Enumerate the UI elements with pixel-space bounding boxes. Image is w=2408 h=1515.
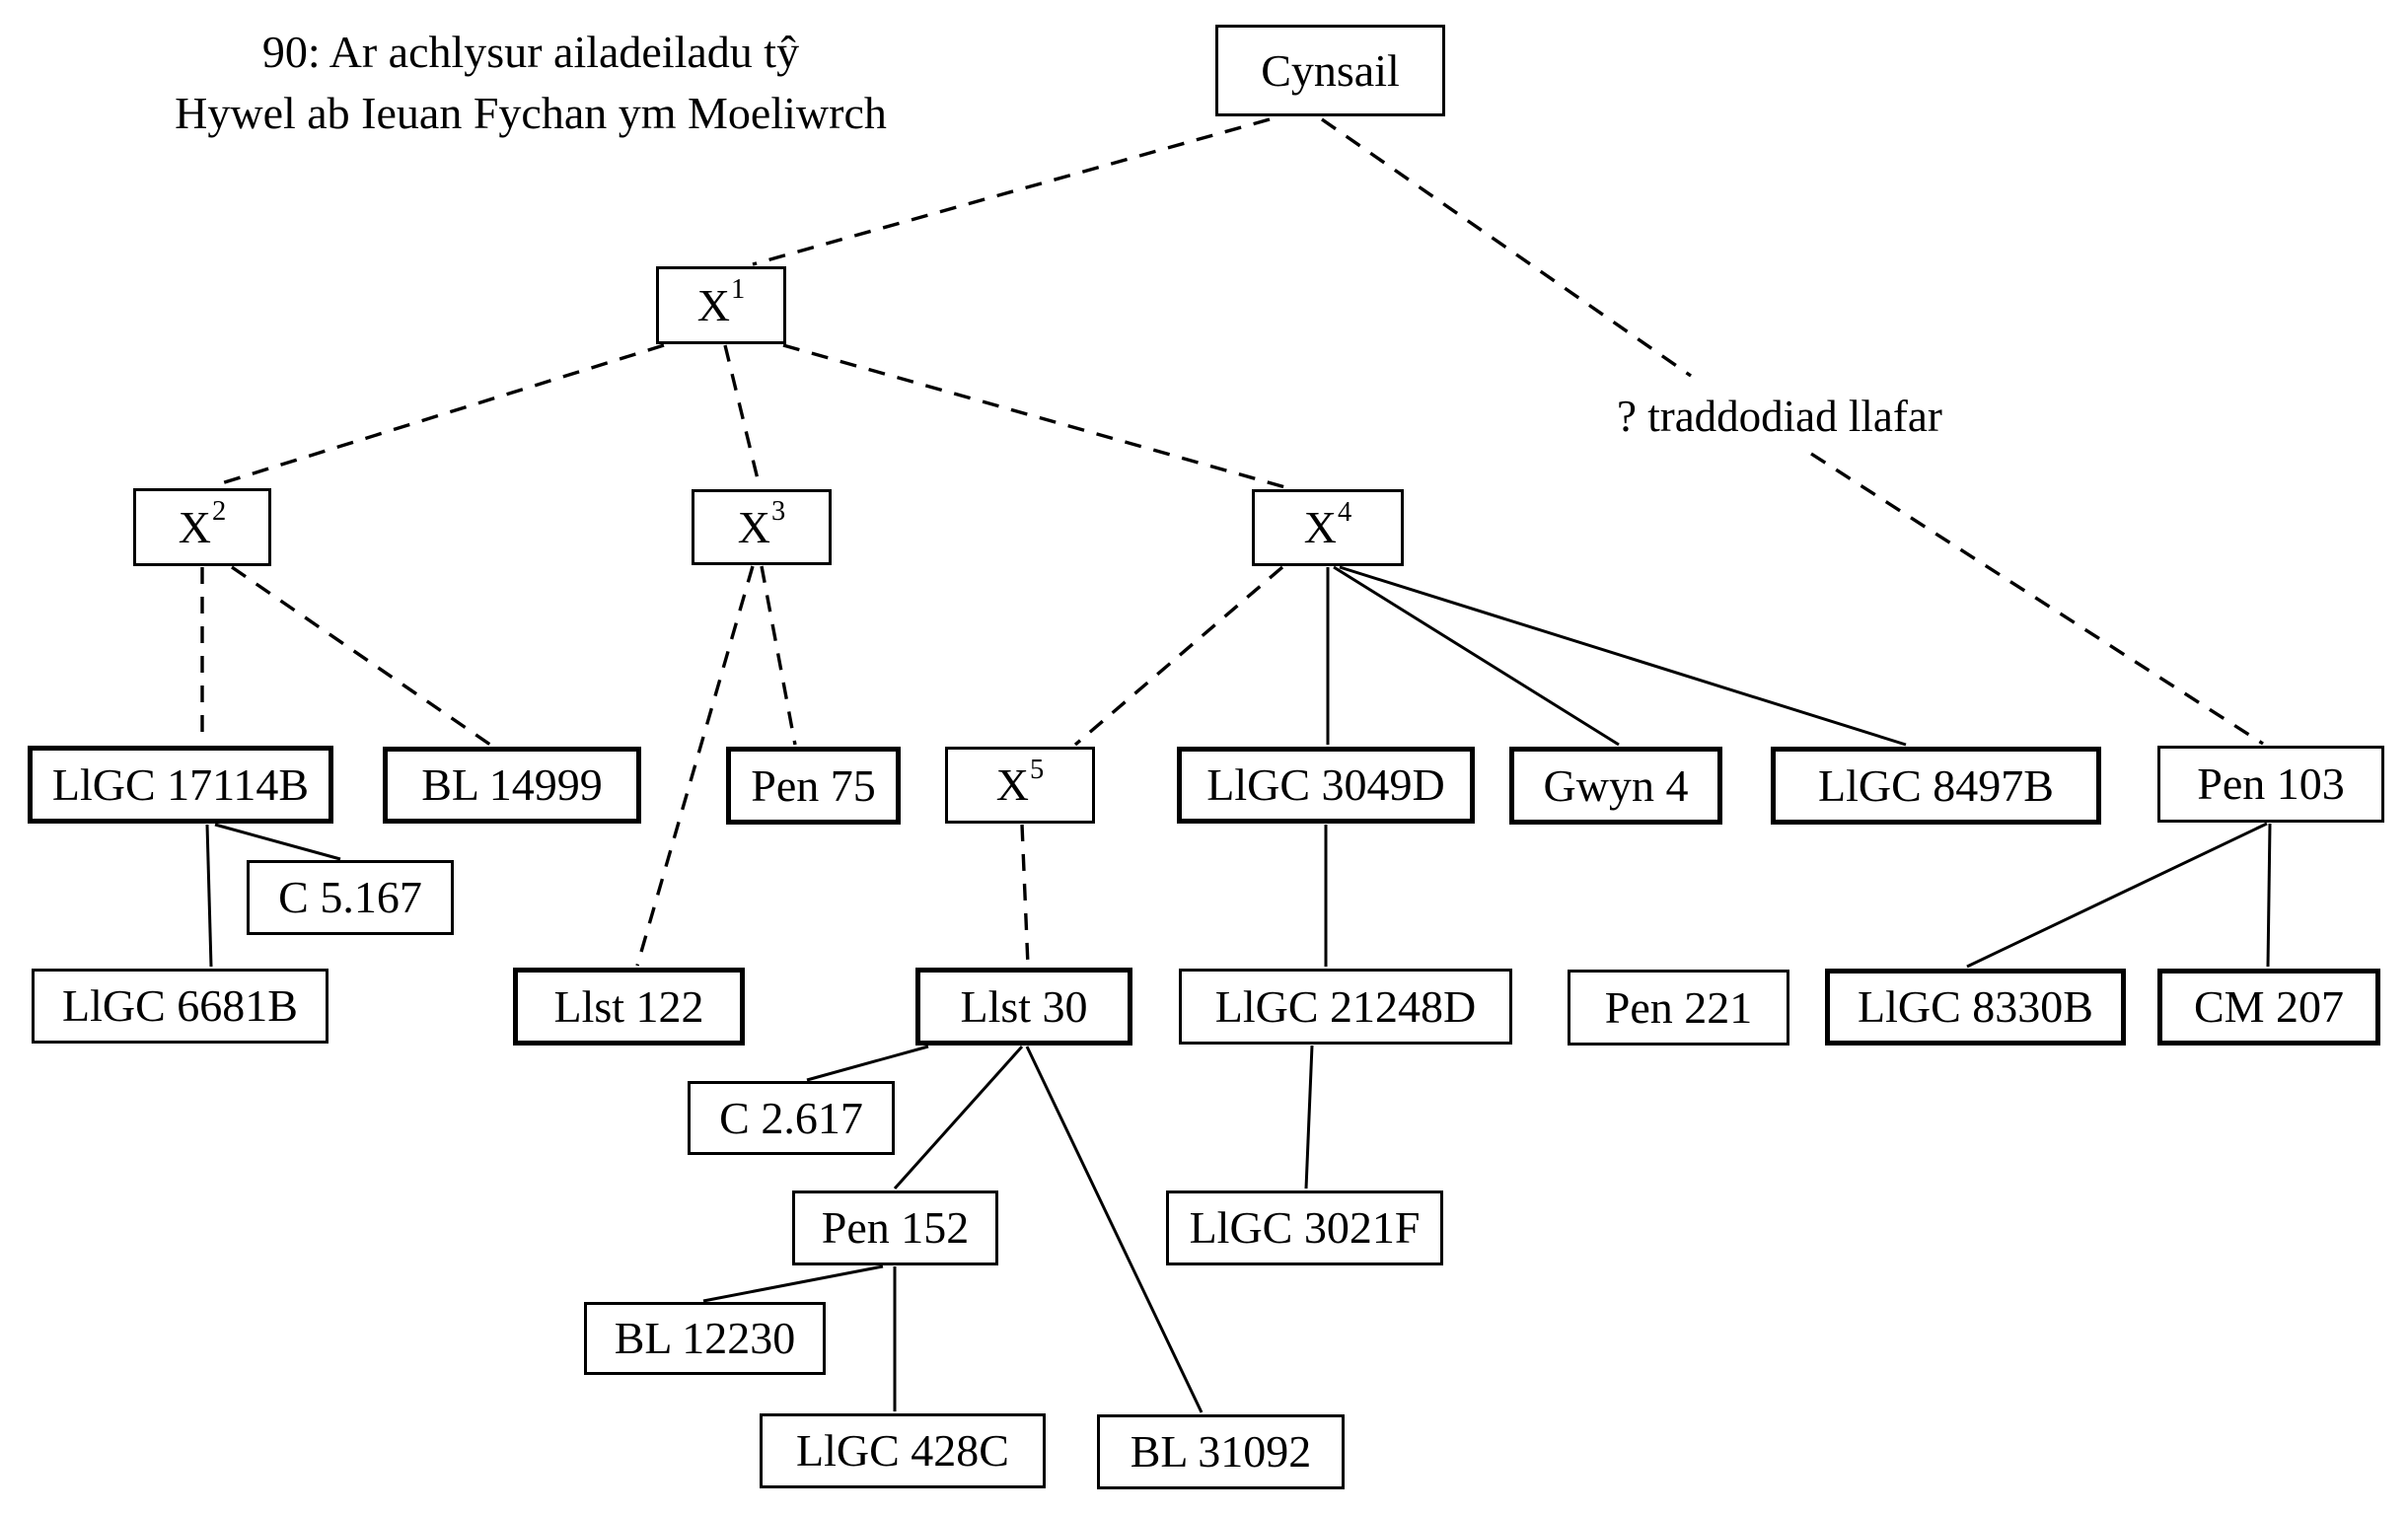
- node-label: BL 31092: [1130, 1426, 1312, 1477]
- edge-x1-x2: [211, 343, 665, 488]
- edge-x1-x4: [782, 343, 1286, 489]
- node-gwyn4: Gwyn 4: [1509, 747, 1722, 825]
- node-llgc21248d: LlGC 21248D: [1179, 969, 1512, 1045]
- node-pen221: Pen 221: [1568, 970, 1789, 1046]
- diagram-title: 90: Ar achlysur ailadeiladu tŷ Hywel ab …: [87, 22, 975, 144]
- edge-x4-gwyn4: [1333, 565, 1620, 747]
- edge-x2-bl14999: [231, 565, 491, 747]
- node-cm207: CM 207: [2157, 969, 2380, 1046]
- node-label: Pen 221: [1604, 981, 1753, 1033]
- node-label: C 2.617: [719, 1092, 863, 1143]
- node-label-superscript: 3: [770, 496, 786, 528]
- node-label: LlGC 3021F: [1189, 1202, 1421, 1253]
- node-label: BL 12230: [614, 1313, 796, 1363]
- oral-tradition-label: ? traddodiad llafar: [1611, 393, 1948, 441]
- edge-x3-pen75: [760, 565, 797, 746]
- node-bl14999: BL 14999: [383, 747, 641, 824]
- node-label: LlGC 21248D: [1214, 980, 1477, 1032]
- node-llgc17114b: LlGC 17114B: [28, 746, 333, 824]
- node-bl31092: BL 31092: [1097, 1414, 1345, 1489]
- node-label: LlGC 8497B: [1818, 759, 2054, 811]
- node-pen152: Pen 152: [792, 1190, 998, 1265]
- node-pen103: Pen 103: [2157, 746, 2384, 823]
- node-label: Cynsail: [1261, 44, 1400, 96]
- edge-llst30-bl31092: [1025, 1046, 1204, 1413]
- edge-cynsail-annotation: [1321, 117, 1692, 378]
- node-label: X: [178, 501, 211, 552]
- edge-llst30-pen152: [893, 1045, 1024, 1190]
- edge-pen103-llgc8330b: [1966, 822, 2268, 969]
- edge-pen103-cm207: [2266, 823, 2272, 968]
- edge-llgc21248d-llgc3021f: [1304, 1045, 1314, 1190]
- node-label-superscript: 2: [211, 496, 227, 528]
- node-label: LlGC 428C: [796, 1425, 1009, 1476]
- edge-x5-llst30: [1020, 824, 1030, 967]
- edge-x4-llgc8497b: [1339, 565, 1907, 747]
- node-llgc8497b: LlGC 8497B: [1771, 747, 2101, 825]
- node-llgc3021f: LlGC 3021F: [1166, 1190, 1443, 1265]
- edge-cynsail-x1: [752, 117, 1271, 266]
- node-label: X: [737, 501, 770, 552]
- node-llgc6681b: LlGC 6681B: [32, 969, 328, 1044]
- node-llst122: Llst 122: [513, 968, 745, 1046]
- node-label: BL 14999: [421, 759, 603, 810]
- node-label: X: [995, 759, 1029, 810]
- node-label-superscript: 5: [1029, 754, 1045, 785]
- node-label: CM 207: [2193, 981, 2345, 1032]
- edge-x1-x3: [723, 344, 762, 488]
- node-llgc8330b: LlGC 8330B: [1825, 969, 2126, 1046]
- diagram-title-line-2: Hywel ab Ieuan Fychan ym Moeliwrch: [175, 88, 887, 138]
- node-label: Pen 75: [751, 759, 876, 811]
- node-bl12230: BL 12230: [584, 1302, 826, 1375]
- node-label: Gwyn 4: [1543, 759, 1689, 811]
- edge-annotation-pen103: [1810, 452, 2264, 746]
- node-llst30: Llst 30: [915, 968, 1132, 1046]
- node-c2617: C 2.617: [688, 1081, 895, 1155]
- node-label: C 5.167: [278, 872, 422, 922]
- edge-llgc17114b-llgc6681b: [205, 824, 213, 968]
- diagram-title-line-1: 90: Ar achlysur ailadeiladu tŷ: [261, 27, 800, 77]
- node-c5167: C 5.167: [247, 860, 454, 935]
- edge-x3-llst122: [635, 565, 755, 967]
- node-label-superscript: 1: [730, 274, 746, 306]
- node-label: LlGC 17114B: [51, 758, 310, 810]
- node-label: LlGC 3049D: [1206, 759, 1445, 810]
- node-label: Llst 30: [960, 980, 1088, 1032]
- node-label: X: [1303, 502, 1337, 552]
- node-label: Pen 103: [2197, 758, 2345, 809]
- node-llgc3049d: LlGC 3049D: [1177, 747, 1475, 824]
- node-llgc428c: LlGC 428C: [760, 1413, 1046, 1488]
- node-pen75: Pen 75: [726, 747, 901, 825]
- node-label: Pen 152: [821, 1202, 970, 1253]
- edge-llst30-c2617: [806, 1045, 929, 1082]
- edge-llgc17114b-c5167: [214, 823, 341, 861]
- node-label-superscript: 4: [1337, 496, 1352, 528]
- node-cynsail: Cynsail: [1215, 25, 1445, 116]
- node-label: LlGC 8330B: [1858, 981, 2093, 1032]
- node-label: Llst 122: [553, 980, 704, 1032]
- edge-x4-x5: [1073, 565, 1284, 747]
- edge-pen152-bl12230: [702, 1264, 884, 1303]
- node-label: X: [696, 279, 730, 330]
- node-label: LlGC 6681B: [62, 980, 298, 1031]
